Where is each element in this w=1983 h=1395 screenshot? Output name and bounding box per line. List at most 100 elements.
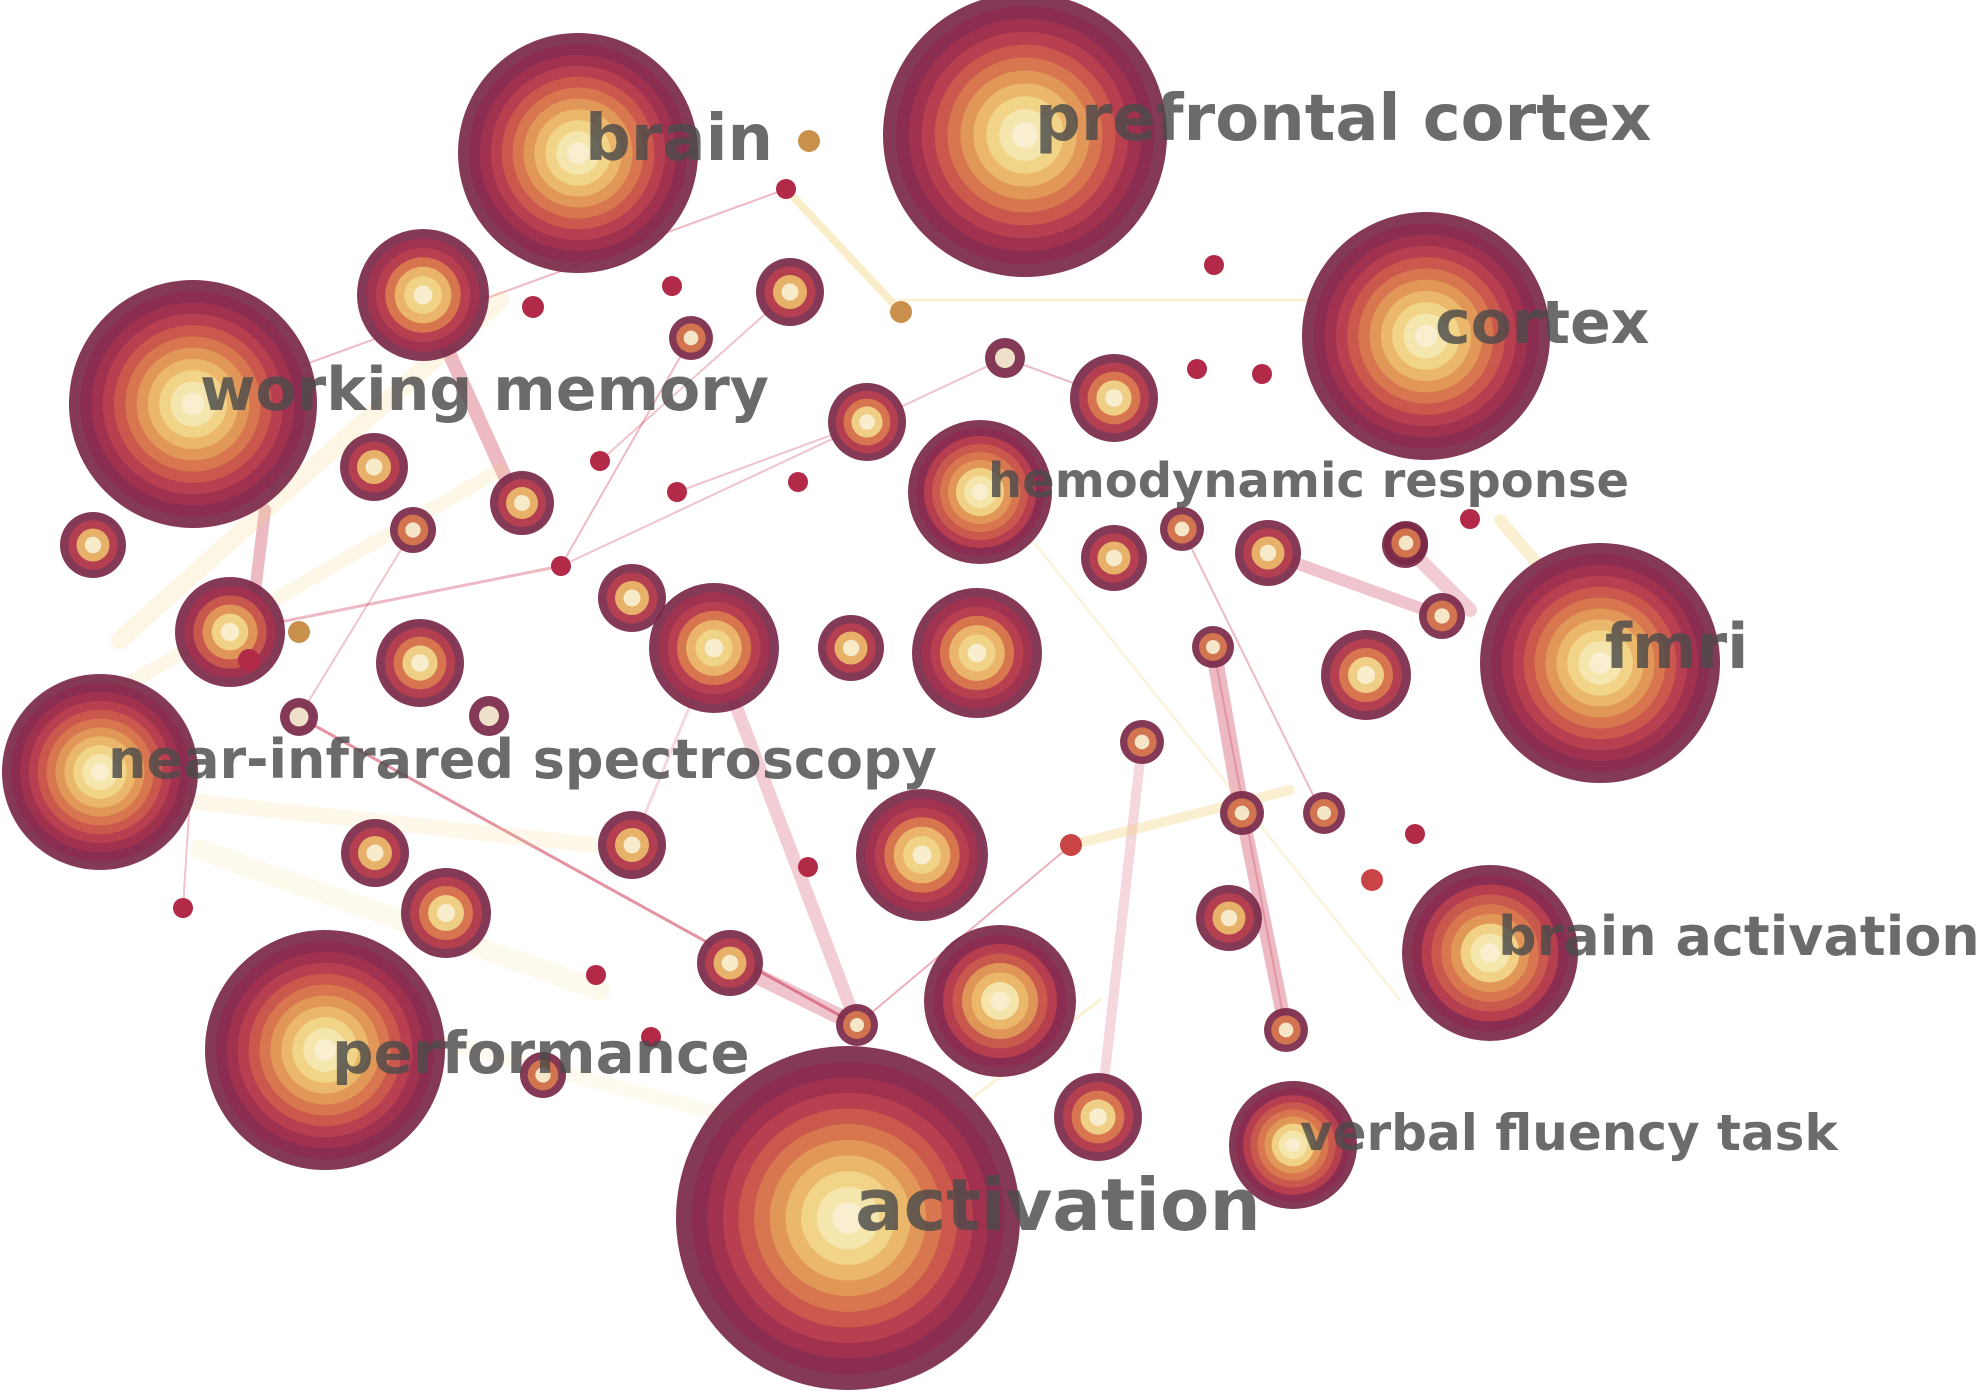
node-35-ring-2 [1317, 806, 1331, 820]
node-20-ring-6 [912, 845, 932, 865]
node-7 [280, 698, 318, 736]
label-brain-activation: brain activation [1498, 905, 1980, 968]
label-verbal-fluency-task: verbal fluency task [1300, 1104, 1839, 1162]
node-30-ring-2 [1434, 608, 1450, 624]
node-verbal-fluency-task-ring-8 [1285, 1137, 1301, 1153]
node-24 [985, 338, 1025, 378]
node-39-ring-2 [1398, 535, 1414, 551]
node-36 [1196, 885, 1262, 951]
node-37 [1264, 1008, 1308, 1052]
node-17-ring-6 [704, 638, 724, 658]
node-16 [828, 383, 906, 461]
dot-14 [798, 857, 818, 877]
label-working-memory: working memory [200, 355, 769, 425]
node-4 [376, 619, 464, 707]
node-13 [520, 1052, 566, 1098]
node-25-ring-4 [1105, 389, 1123, 407]
node-17 [649, 583, 779, 713]
node-38-ring-4 [1089, 1108, 1107, 1126]
node-34 [1220, 791, 1264, 835]
dot-5 [590, 451, 610, 471]
node-22-ring-3 [721, 954, 739, 972]
node-23-ring-2 [850, 1018, 864, 1032]
dot-4 [662, 276, 682, 296]
node-hemodynamic-response-ring-8 [972, 484, 988, 500]
edge-2 [707, 641, 864, 1032]
node-19 [912, 588, 1042, 718]
node-6-ring-3 [514, 495, 530, 511]
node-verbal-fluency-task [1229, 1081, 1357, 1209]
edge-30 [998, 498, 1402, 1002]
dot-19 [1460, 509, 1480, 529]
node-23 [836, 1004, 878, 1046]
node-12-ring-3 [623, 836, 641, 854]
dot-21 [1361, 869, 1383, 891]
dot-11 [173, 898, 193, 918]
edge-8 [297, 715, 859, 1027]
node-near-infrared-spectroscopy-ring-10 [91, 763, 109, 781]
node-21-ring-7 [990, 991, 1010, 1011]
node-12 [598, 811, 666, 879]
node-18-ring-3 [842, 639, 860, 657]
node-24-ring-1 [995, 348, 1015, 368]
node-38 [1054, 1073, 1142, 1161]
node-7-ring-1 [289, 707, 309, 727]
dot-3 [522, 296, 544, 318]
node-hemodynamic-response [908, 420, 1052, 564]
node-11 [598, 564, 666, 632]
node-5 [390, 507, 436, 553]
edge-27 [190, 840, 610, 1000]
node-2 [175, 577, 285, 687]
label-brain: brain [585, 102, 773, 176]
node-performance [205, 930, 445, 1170]
node-32-ring-2 [1206, 640, 1220, 654]
dot-0 [798, 130, 820, 152]
label-activation: activation [855, 1163, 1261, 1247]
node-16-ring-4 [859, 414, 875, 430]
node-19-ring-6 [967, 643, 987, 663]
edge-4 [1205, 639, 1250, 821]
node-working-memory-ring-10 [181, 392, 205, 416]
node-working-memory [69, 280, 317, 528]
edge-12 [560, 357, 1006, 567]
node-layer [2, 0, 1720, 1390]
node-4-ring-4 [411, 654, 429, 672]
dot-6 [667, 482, 687, 502]
node-8-ring-1 [479, 706, 499, 726]
edge-25 [93, 463, 507, 707]
node-1 [60, 512, 126, 578]
node-28 [1235, 520, 1301, 586]
node-26 [1081, 525, 1147, 591]
dot-17 [1187, 359, 1207, 379]
node-21 [924, 925, 1076, 1077]
node-29-ring-4 [1357, 666, 1375, 684]
node-35 [1303, 792, 1345, 834]
node-15-ring-3 [781, 283, 799, 301]
node-11-ring-3 [623, 589, 641, 607]
node-37-ring-2 [1278, 1022, 1294, 1038]
node-cortex [1302, 212, 1550, 460]
node-fmri-ring-10 [1589, 652, 1611, 674]
node-brain [458, 33, 698, 273]
node-27 [1160, 507, 1204, 551]
node-10 [401, 868, 491, 958]
node-brain-ring-10 [567, 142, 589, 164]
node-22 [697, 930, 763, 996]
dot-20 [1405, 824, 1425, 844]
node-near-infrared-spectroscopy [2, 674, 198, 870]
node-32 [1192, 626, 1234, 668]
node-29 [1321, 630, 1411, 720]
edge-19 [298, 529, 414, 718]
edge-15 [1212, 646, 1287, 1031]
node-14 [669, 316, 713, 360]
node-6 [490, 471, 554, 535]
node-activation [676, 1046, 1020, 1390]
edge-14 [1181, 528, 1323, 814]
label-fmri: fmri [1605, 610, 1748, 683]
node-prefrontal-cortex-ring-10 [1012, 122, 1038, 148]
label-near-infrared-spectroscopy: near-infrared spectroscopy [108, 728, 937, 791]
dot-10 [238, 649, 260, 671]
node-9-ring-3 [366, 844, 384, 862]
node-performance-ring-10 [314, 1039, 336, 1061]
dot-16 [1204, 255, 1224, 275]
